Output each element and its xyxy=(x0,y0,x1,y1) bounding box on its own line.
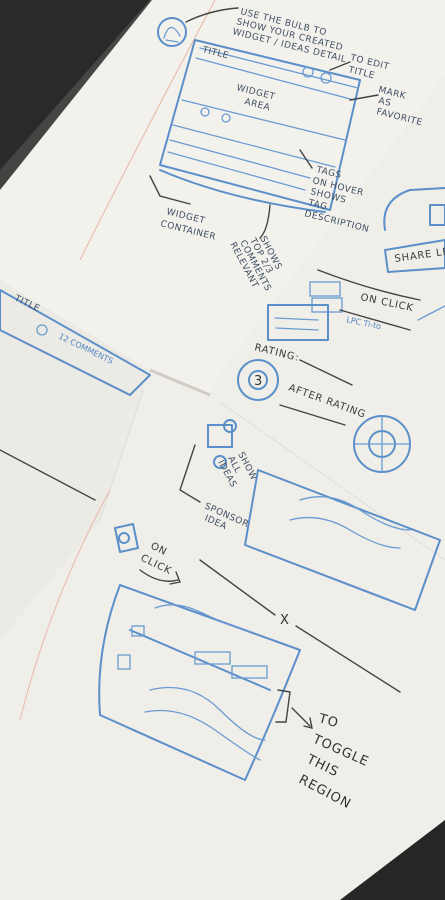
rating-line xyxy=(299,359,353,386)
paper-sheet-bottom xyxy=(0,370,445,900)
fold-shadow xyxy=(149,368,211,397)
favorite-pointer xyxy=(349,94,379,101)
preview-scribble-2 xyxy=(289,516,401,549)
table-corner xyxy=(0,0,150,170)
bulb-icon xyxy=(157,17,187,47)
bottom-x-marker: X xyxy=(280,613,290,628)
rating-value: 3 xyxy=(254,374,263,389)
share-arc xyxy=(383,187,445,231)
bulb-pointer xyxy=(185,7,239,23)
bottom-line-2 xyxy=(295,625,401,693)
margin-line xyxy=(79,0,216,261)
toggle-card-sketch xyxy=(98,584,301,781)
sponsor-pointer xyxy=(179,444,201,503)
favorite-note-2: AS xyxy=(377,96,392,109)
rated-dial xyxy=(353,415,411,473)
share-button-sketch xyxy=(384,239,445,273)
toggle-arrow xyxy=(291,707,311,727)
left-comment-icon xyxy=(36,324,48,336)
toggle-note-1: TO xyxy=(316,711,341,731)
toggle-arrowhead xyxy=(303,717,313,729)
bottom-margin-line xyxy=(19,489,111,721)
preview-scribble-1 xyxy=(299,496,411,531)
container-pointer xyxy=(149,175,191,205)
rating-dial xyxy=(237,359,279,401)
tags-cluster xyxy=(267,281,343,341)
left-widget-sketch xyxy=(0,289,151,396)
comments-pointer xyxy=(259,204,271,239)
on-click-curve xyxy=(139,569,179,582)
click-hand-icon xyxy=(114,523,139,553)
widget-container-sketch xyxy=(159,39,361,213)
left-divider xyxy=(0,449,96,501)
right-divider xyxy=(317,269,421,301)
tags-note-4: TAG xyxy=(306,198,328,213)
idea-widget-sketch xyxy=(207,419,237,469)
share-icon xyxy=(429,204,445,226)
tags-pointer xyxy=(299,149,313,169)
toggle-bracket xyxy=(275,689,291,723)
paper-sheet-left xyxy=(0,280,150,650)
bottom-line-1 xyxy=(199,559,276,616)
edit-pointer xyxy=(329,61,351,71)
on-click-arrow xyxy=(339,309,411,331)
preview-card-sketch xyxy=(244,469,441,611)
right-edge-sketch xyxy=(417,305,445,321)
after-rating-arrow xyxy=(279,404,346,426)
on-click-arrowhead xyxy=(169,571,181,585)
